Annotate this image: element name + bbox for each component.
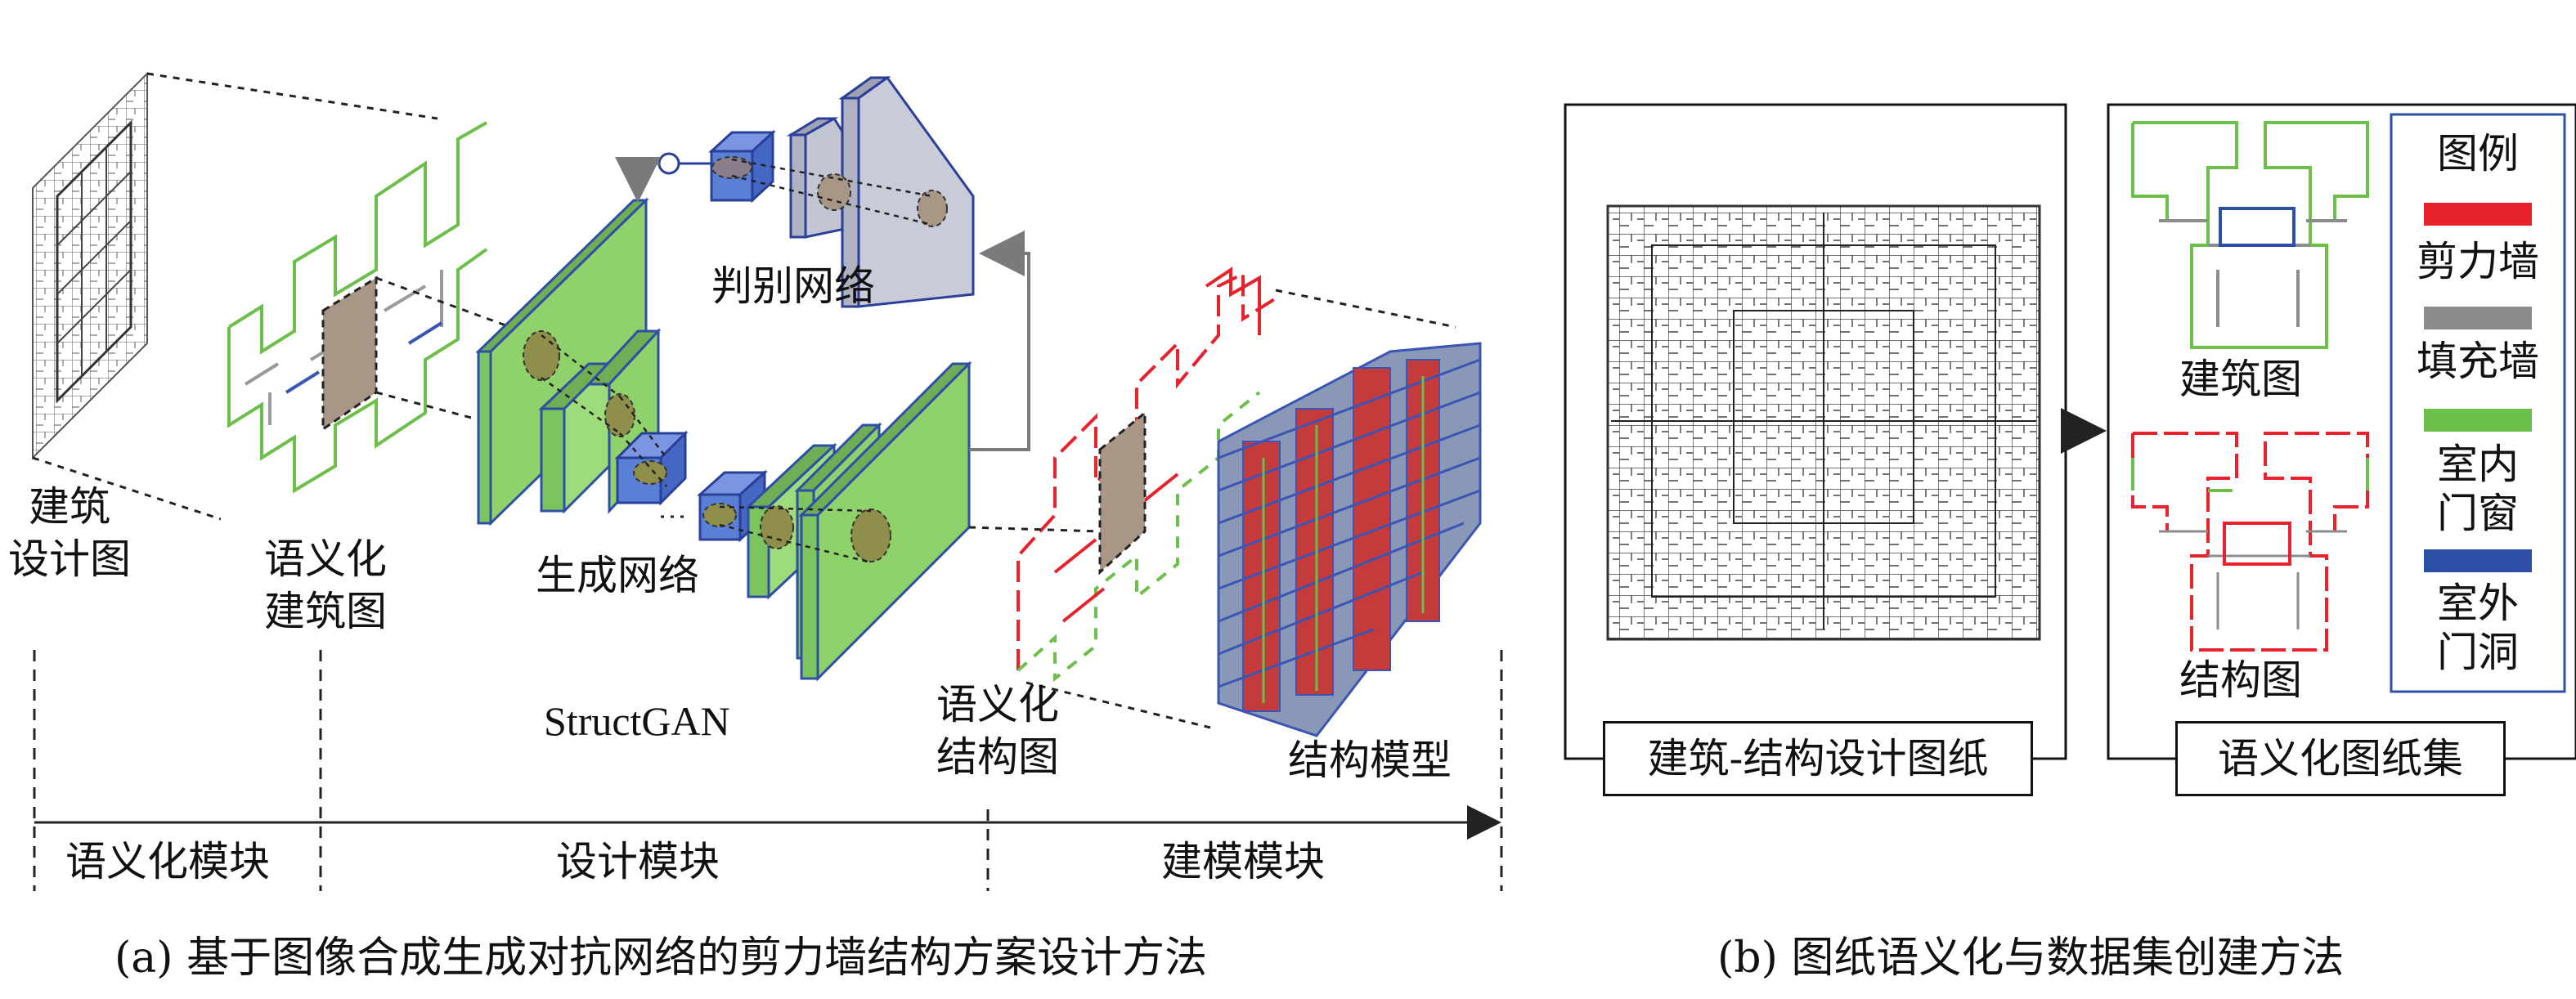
label-struct-model: 结构模型 (1288, 737, 1452, 784)
module-modeling: 建模模块 (1161, 838, 1325, 885)
proj-line-5 (1025, 681, 1211, 729)
caption-a: (a) 基于图像合成生成对抗网络的剪力墙结构方案设计方法 (114, 934, 1208, 983)
semantic-struct-drawing (1014, 267, 1277, 736)
generator-network (475, 197, 972, 682)
label-semantic-struct: 语义化 结构图 (936, 681, 1059, 781)
label-semantic-arch: 语义化 建筑图 (264, 535, 387, 635)
loop-arrow-left (615, 157, 661, 203)
semantic-arch-drawing (221, 121, 491, 523)
legend-swatch-infill (2424, 307, 2532, 329)
label-generator: 生成网络 (536, 552, 699, 599)
projection-lines-1 (32, 72, 438, 521)
legend-swatch-outdoor (2424, 549, 2532, 572)
legend-outdoor-door: 室外 门洞 (2437, 580, 2519, 676)
arch-drawing-sheet (32, 71, 148, 460)
proj-line-4 (968, 526, 1101, 533)
label-arch-plan: 建筑图 (2179, 356, 2302, 403)
structural-model-3d (1217, 342, 1482, 737)
floorplan-detail (1611, 213, 2036, 629)
label-arch-drawing: 建筑 设计图 (8, 483, 131, 583)
semantic-arch-plan-b (2131, 121, 2369, 349)
proj-line-6 (1275, 289, 1456, 329)
label-struct-plan: 结构图 (2179, 656, 2302, 704)
legend-title: 图例 (2437, 130, 2519, 177)
label-discriminator: 判别网络 (711, 262, 875, 310)
loop-arrow-right (969, 231, 1030, 451)
legend-indoor-door: 室内 门窗 (2437, 441, 2519, 537)
discriminator-network (657, 75, 975, 308)
module-semantic: 语义化模块 (65, 838, 270, 885)
module-design: 设计模块 (556, 838, 720, 885)
box1-title: 建筑-结构设计图纸 (1603, 721, 2033, 796)
legend-infill-wall: 填充墙 (2417, 338, 2539, 385)
box2-title: 语义化图纸集 (2175, 721, 2506, 796)
caption-b: (b) 图纸语义化与数据集创建方法 (1717, 934, 2345, 983)
legend-shear-wall: 剪力墙 (2417, 238, 2539, 285)
legend-swatch-indoor (2424, 409, 2532, 432)
label-model-name: StructGAN (544, 698, 730, 744)
module-timeline (33, 650, 1503, 891)
legend-swatch-shear (2424, 203, 2532, 226)
semantic-struct-plan-b (2131, 432, 2369, 652)
